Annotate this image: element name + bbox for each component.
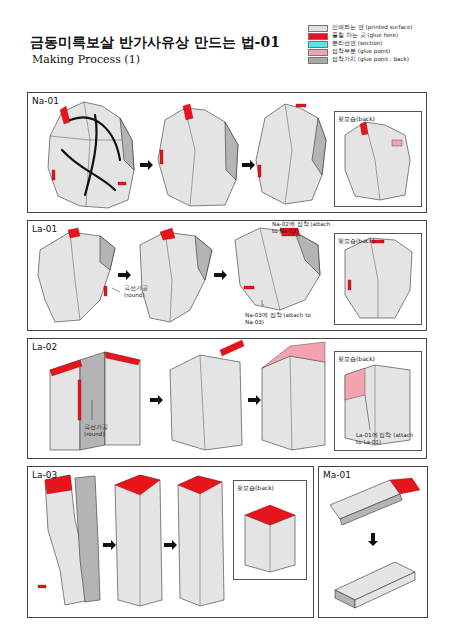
inset-heading: 뒷모습(back)	[237, 484, 274, 493]
la03-steps	[38, 475, 295, 606]
legend-text: 접착가치 (glue point : back)	[332, 56, 409, 64]
back-view-inset: 뒷모습(back)	[334, 111, 422, 207]
inset-heading: 뒷모습(back)	[338, 355, 375, 364]
legend-swatch	[308, 57, 328, 64]
back-view-inset: 뒷모습(back)	[334, 233, 422, 325]
panel-heading: La-03	[32, 470, 57, 480]
legend-text: 인쇄되는 면 (printed surface)	[332, 24, 413, 32]
la01-steps	[38, 228, 412, 322]
panel-heading: La-01	[32, 224, 57, 234]
legend-row: 접착가치 (glue point : back)	[308, 56, 448, 64]
legend: 인쇄되는 면 (printed surface)풀칠 하는 곳 (glue he…	[308, 24, 448, 64]
na01-steps	[48, 102, 410, 208]
back-view-inset: 뒷모습(back)	[233, 480, 307, 580]
step-panel: La-01 뒷모습(back)	[27, 220, 427, 331]
subtitle: Making Process (1)	[32, 53, 140, 66]
step-panel: La-03 뒷모습(back)	[27, 466, 314, 618]
legend-text: 풀칠 하는 곳 (glue here)	[332, 32, 398, 40]
legend-text: 접착부분 (glue point)	[332, 48, 390, 56]
ma01-steps	[330, 478, 420, 608]
legend-swatch	[308, 49, 328, 56]
legend-text: 분리선면 (section)	[332, 40, 382, 48]
inset-heading: 뒷모습(back)	[338, 237, 375, 246]
legend-row: 접착부분 (glue point)	[308, 48, 448, 56]
panel-heading: La-02	[32, 342, 57, 352]
legend-swatch	[308, 33, 328, 40]
panel-heading: Ma-01	[323, 470, 351, 480]
note-text: 곡선가공 (round)	[84, 424, 118, 437]
legend-row: 풀칠 하는 곳 (glue here)	[308, 32, 448, 40]
panel-heading: Na-01	[32, 96, 59, 106]
legend-swatch	[308, 41, 328, 48]
legend-row: 인쇄되는 면 (printed surface)	[308, 24, 448, 32]
step-panel: Na-01 뒷모습(back)	[27, 92, 427, 213]
note-text: 곡선가공 (round)	[124, 285, 158, 298]
inset-heading: 뒷모습(back)	[338, 115, 375, 124]
page-title: 금동미륵보살 반가사유상 만드는 법-01	[30, 34, 280, 52]
legend-row: 분리선면 (section)	[308, 40, 448, 48]
attach-note: La-01에 접착 (attach to La-01)	[356, 432, 414, 445]
attach-note: Na-03에 접착 (attach to Na-03)	[245, 312, 311, 325]
step-panel: Ma-01	[318, 466, 428, 618]
legend-swatch	[308, 25, 328, 32]
attach-note: Na-02에 접착 (attach to Na-02)	[272, 221, 334, 234]
